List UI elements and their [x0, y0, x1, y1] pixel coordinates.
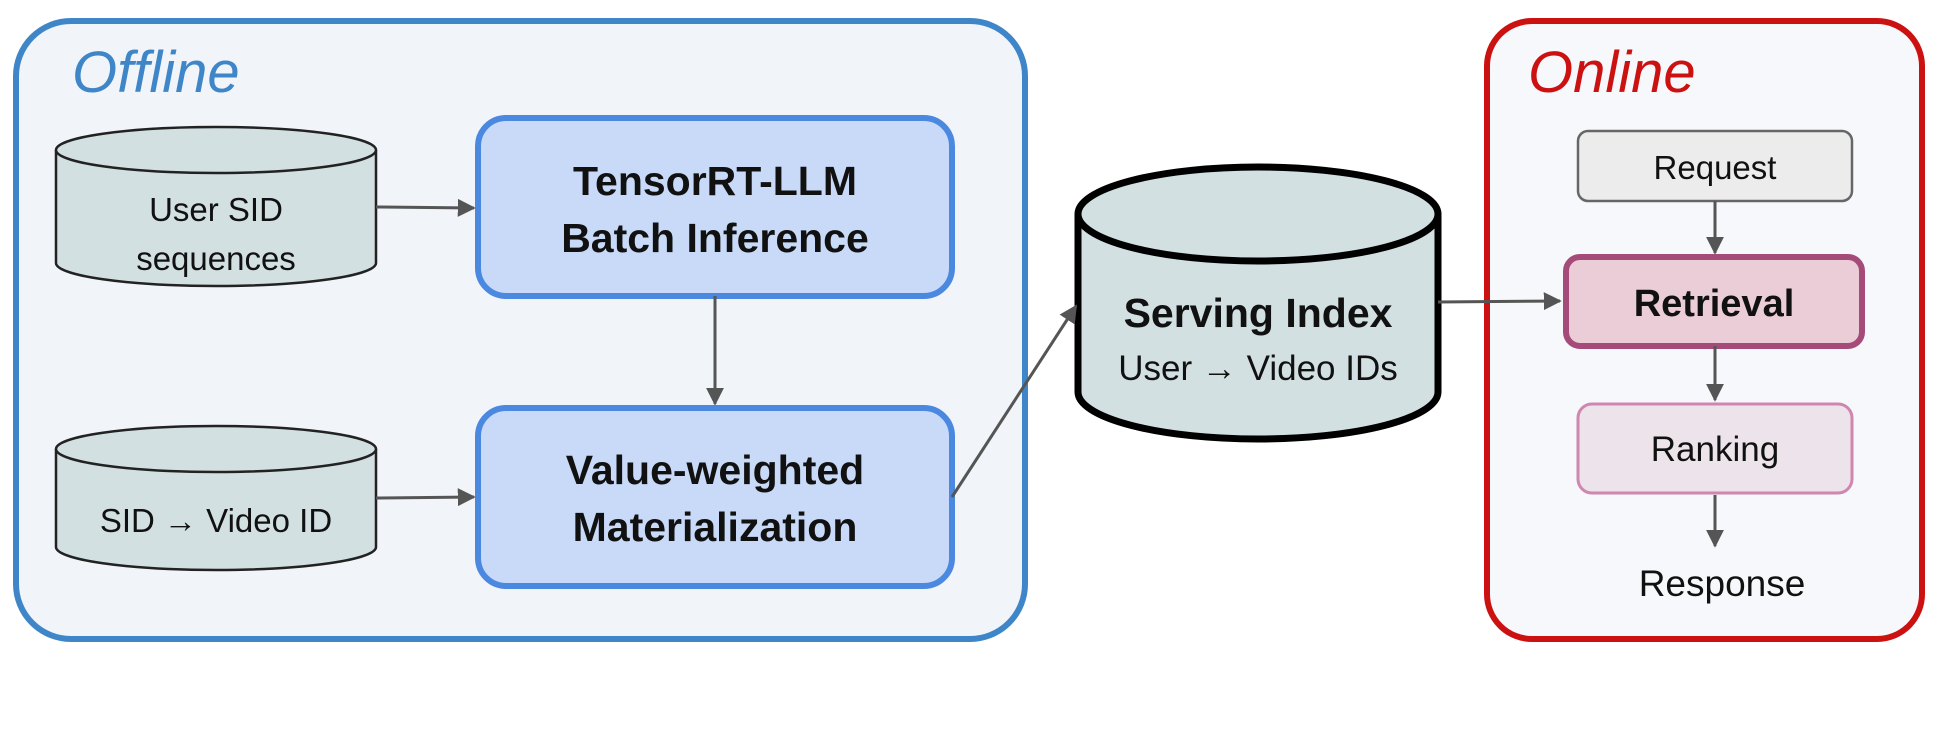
online-title: Online: [1528, 40, 1696, 105]
arrow-user-sid-to-tensorrt: [375, 198, 476, 217]
request-label: Request: [1654, 149, 1777, 186]
serving-index-subtitle: User → Video IDs: [1118, 349, 1397, 388]
value-weighted-label-line1: Value-weighted: [566, 447, 864, 493]
arrow-sid-map-to-materialization: [375, 488, 476, 507]
offline-title: Offline: [72, 40, 240, 105]
arrow-serving-index-to-retrieval: [1437, 292, 1562, 311]
user-sid-label-line1: User SID: [149, 191, 283, 228]
user-sid-sequences-datastore: User SID sequences: [54, 125, 378, 288]
sid-video-id-label: SID → Video ID: [100, 502, 332, 539]
retrieval-box: Retrieval: [1563, 254, 1865, 349]
retrieval-label: Retrieval: [1634, 283, 1795, 325]
arrow-materialization-to-serving-index: [950, 304, 1078, 498]
sid-video-id-datastore: SID → Video ID: [54, 424, 378, 572]
response-label: Response: [1639, 563, 1806, 604]
request-box: Request: [1576, 129, 1854, 203]
tensorrt-label-line2: Batch Inference: [561, 215, 869, 261]
serving-index-title: Serving Index: [1124, 290, 1393, 336]
tensorrt-label-line1: TensorRT-LLM: [573, 158, 857, 204]
user-sid-label-line2: sequences: [136, 240, 296, 277]
tensorrt-batch-inference-box: TensorRT-LLM Batch Inference: [475, 115, 955, 299]
serving-index-datastore: Serving Index User → Video IDs: [1074, 163, 1442, 443]
value-weighted-label-line2: Materialization: [573, 504, 858, 550]
value-weighted-materialization-box: Value-weighted Materialization: [475, 405, 955, 589]
ranking-label: Ranking: [1651, 430, 1779, 469]
ranking-box: Ranking: [1576, 402, 1854, 495]
